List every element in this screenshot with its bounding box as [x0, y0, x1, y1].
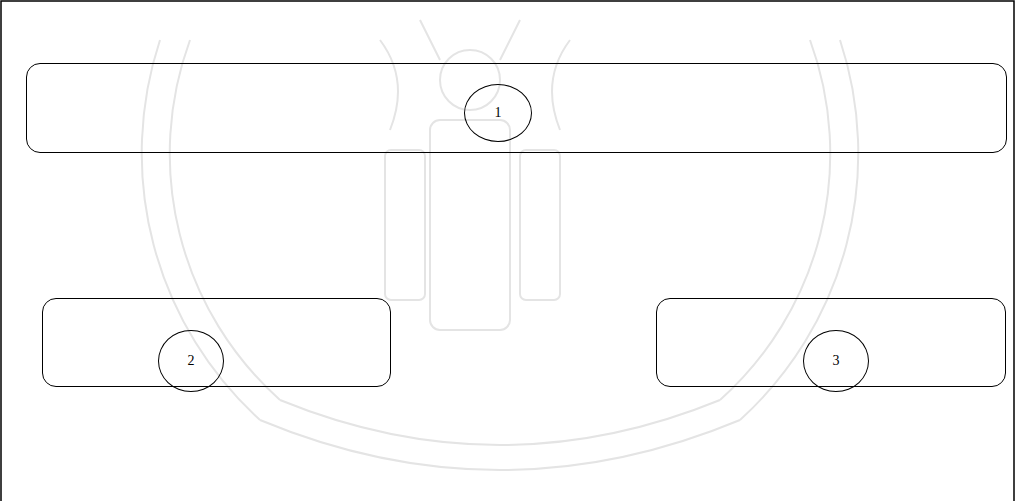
- callout-number: 2: [158, 330, 224, 392]
- content-box: 2: [42, 298, 391, 387]
- callout-number: 3: [803, 330, 869, 392]
- callout-number: 1: [464, 84, 532, 142]
- content-box: 3: [656, 298, 1006, 387]
- content-box: 1: [26, 63, 1007, 153]
